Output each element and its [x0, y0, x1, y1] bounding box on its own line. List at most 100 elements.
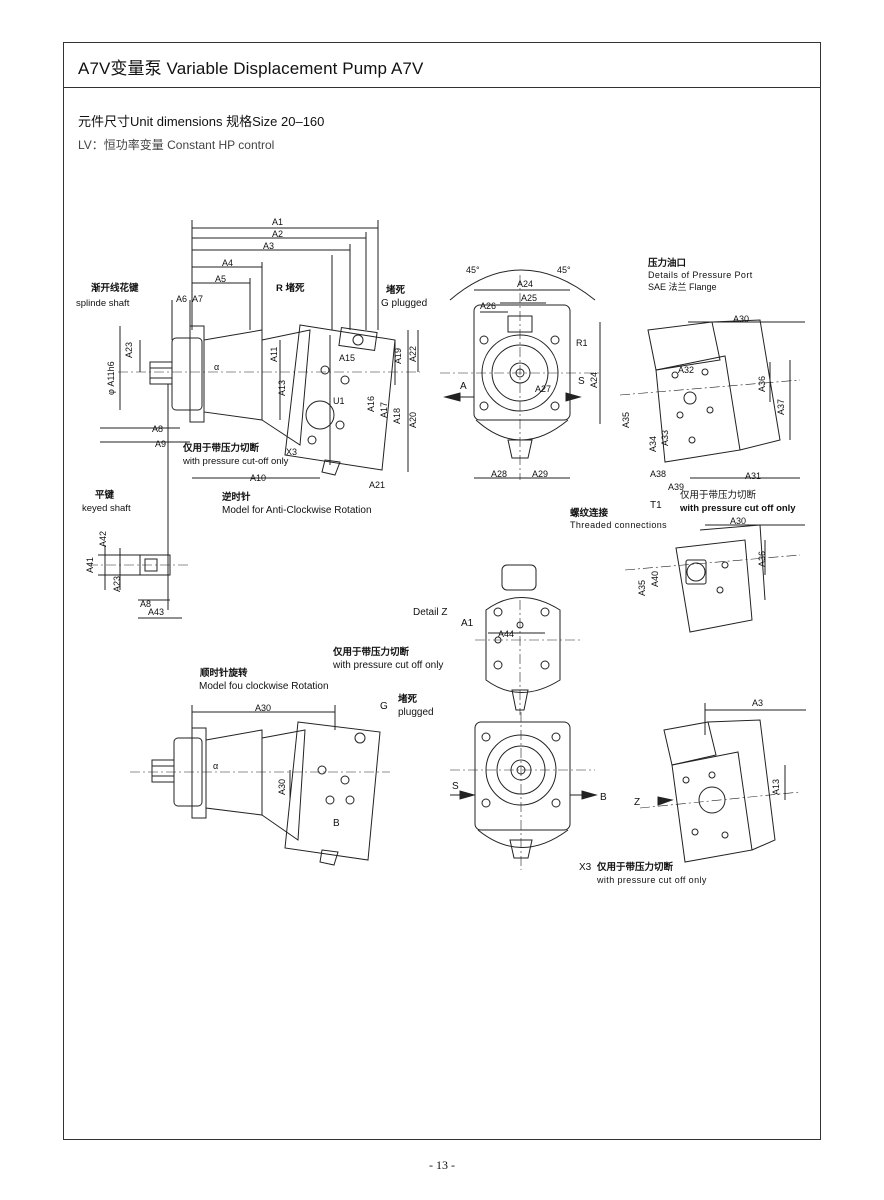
header-bar: A7V变量泵 Variable Displacement Pump A7V	[64, 43, 820, 88]
keyed-shaft-cn: 平键	[95, 490, 115, 501]
dim-a28: A28	[491, 469, 508, 479]
angle-alpha: α	[214, 362, 220, 372]
g-plugged-en: G plugged	[381, 298, 428, 309]
page-number: - 13 -	[429, 1158, 455, 1172]
front-view-top	[440, 269, 601, 480]
cutoff-cn-4: 仅用于带压力切断	[597, 862, 674, 873]
angle-45-right: 45°	[557, 265, 571, 275]
dim-a2: A2	[272, 229, 284, 239]
dim-a35: A35	[621, 411, 631, 428]
dim-a33: A33	[660, 429, 670, 446]
keyed-shaft-en: keyed shaft	[82, 503, 131, 514]
angle-alpha-cw: α	[213, 761, 219, 771]
cutoff-en-3: with pressure cut off only	[333, 660, 444, 671]
dim-a35-threaded: A35	[637, 579, 647, 596]
cutoff-cn-3: 仅用于带压力切断	[333, 647, 410, 658]
dim-a34: A34	[648, 435, 658, 452]
dim-a9: A9	[155, 439, 167, 449]
front-view-bottom	[450, 712, 598, 870]
dim-a30-cw: A30	[255, 703, 272, 713]
dim-a10: A10	[250, 473, 267, 483]
port-a-label: A	[460, 381, 467, 392]
dim-a23-keyed: A23	[112, 575, 122, 592]
dim-a20: A20	[408, 411, 418, 428]
dim-a1: A1	[272, 217, 284, 227]
dim-a4: A4	[222, 258, 234, 268]
label-x3: X3	[286, 447, 298, 457]
dim-a38: A38	[650, 469, 667, 479]
g-plugged-cn: 堵死	[386, 285, 406, 296]
cw-en: Model fou clockwise Rotation	[199, 681, 329, 692]
document-title: A7V变量泵 Variable Displacement Pump A7V	[78, 59, 424, 78]
cutoff-en-4: with pressure cut off only	[597, 875, 707, 885]
dim-a31: A31	[745, 471, 762, 481]
dim-a24-top: A24	[517, 279, 534, 289]
dim-a8: A8	[152, 424, 164, 434]
dim-a32: A32	[678, 365, 695, 375]
cutoff-en-2: with pressure cut off only	[680, 503, 796, 514]
page-frame: A7V变量泵 Variable Displacement Pump A7V	[63, 42, 821, 1140]
plugged-cn: 堵死	[398, 694, 418, 705]
dim-a5: A5	[215, 274, 227, 284]
dim-a42: A42	[98, 530, 108, 547]
threaded-connection-detail	[624, 524, 805, 633]
cutoff-cn-1: 仅用于带压力切断	[183, 443, 260, 454]
pressure-port-cn: 压力油口	[648, 258, 687, 269]
sae-flange-label: SAE 法兰 Flange	[648, 282, 717, 292]
dim-phi-a11h6: φ A11h6	[106, 361, 116, 395]
dim-a44: A44	[498, 629, 515, 639]
port-s-label: S	[578, 376, 585, 387]
right-view-bottom	[639, 703, 806, 863]
pressure-port-en: Details of Pressure Port	[648, 270, 753, 280]
dim-a39: A39	[668, 482, 685, 492]
dim-u1: U1	[333, 396, 345, 406]
keyed-shaft-view	[88, 545, 190, 619]
port-s-bottom: S	[452, 781, 459, 792]
dim-a37: A37	[776, 398, 786, 415]
dim-a27: A27	[535, 384, 552, 394]
label-t1: T1	[650, 500, 662, 511]
port-b-label-cw: B	[333, 818, 340, 829]
dim-a7: A7	[192, 294, 204, 304]
dim-a6: A6	[176, 294, 188, 304]
dim-a30-threaded: A30	[730, 516, 747, 526]
dim-a43: A43	[148, 607, 165, 617]
dim-a3: A3	[263, 241, 275, 251]
label-a1-detail: A1	[461, 618, 474, 629]
dim-a16: A16	[366, 395, 376, 412]
spline-shaft-en: splinde shaft	[76, 298, 130, 309]
section-subtitle: LV：恒功率变量 Constant HP control	[78, 138, 275, 152]
dim-a26: A26	[480, 301, 497, 311]
dim-a30-top: A30	[733, 314, 750, 324]
ccw-cn: 逆时针	[222, 492, 251, 503]
dim-a40: A40	[650, 570, 660, 587]
clockwise-side-view	[130, 705, 390, 866]
dim-a25: A25	[521, 293, 538, 303]
dim-a11: A11	[269, 346, 279, 362]
dim-a8-keyed: A8	[140, 599, 152, 609]
dim-a23: A23	[124, 341, 134, 358]
angle-45-left: 45°	[466, 265, 480, 275]
label-x3-right: X3	[579, 862, 592, 873]
plugged-en: plugged	[398, 707, 434, 718]
dim-a36: A36	[757, 375, 767, 392]
label-z: Z	[634, 797, 641, 808]
dim-a36-threaded: A36	[757, 550, 767, 567]
dim-a41: A41	[85, 556, 95, 573]
ccw-en: Model for Anti-Clockwise Rotation	[222, 505, 372, 516]
dim-a19: A19	[393, 347, 403, 364]
detail-z-label: Detail Z	[413, 607, 448, 618]
threaded-cn: 螺纹连接	[570, 508, 609, 519]
dim-a18: A18	[392, 407, 402, 424]
spline-shaft-cn: 渐开线花键	[91, 283, 139, 294]
dim-r1: R1	[576, 338, 588, 348]
dim-a13: A13	[277, 379, 287, 396]
main-side-view	[100, 220, 420, 610]
dim-a22: A22	[408, 345, 418, 362]
dim-a15: A15	[339, 353, 356, 363]
dim-a21: A21	[369, 480, 386, 490]
port-b-bottom: B	[600, 792, 607, 803]
threaded-en: Threaded connections	[570, 520, 668, 530]
pressure-port-detail	[619, 319, 805, 479]
